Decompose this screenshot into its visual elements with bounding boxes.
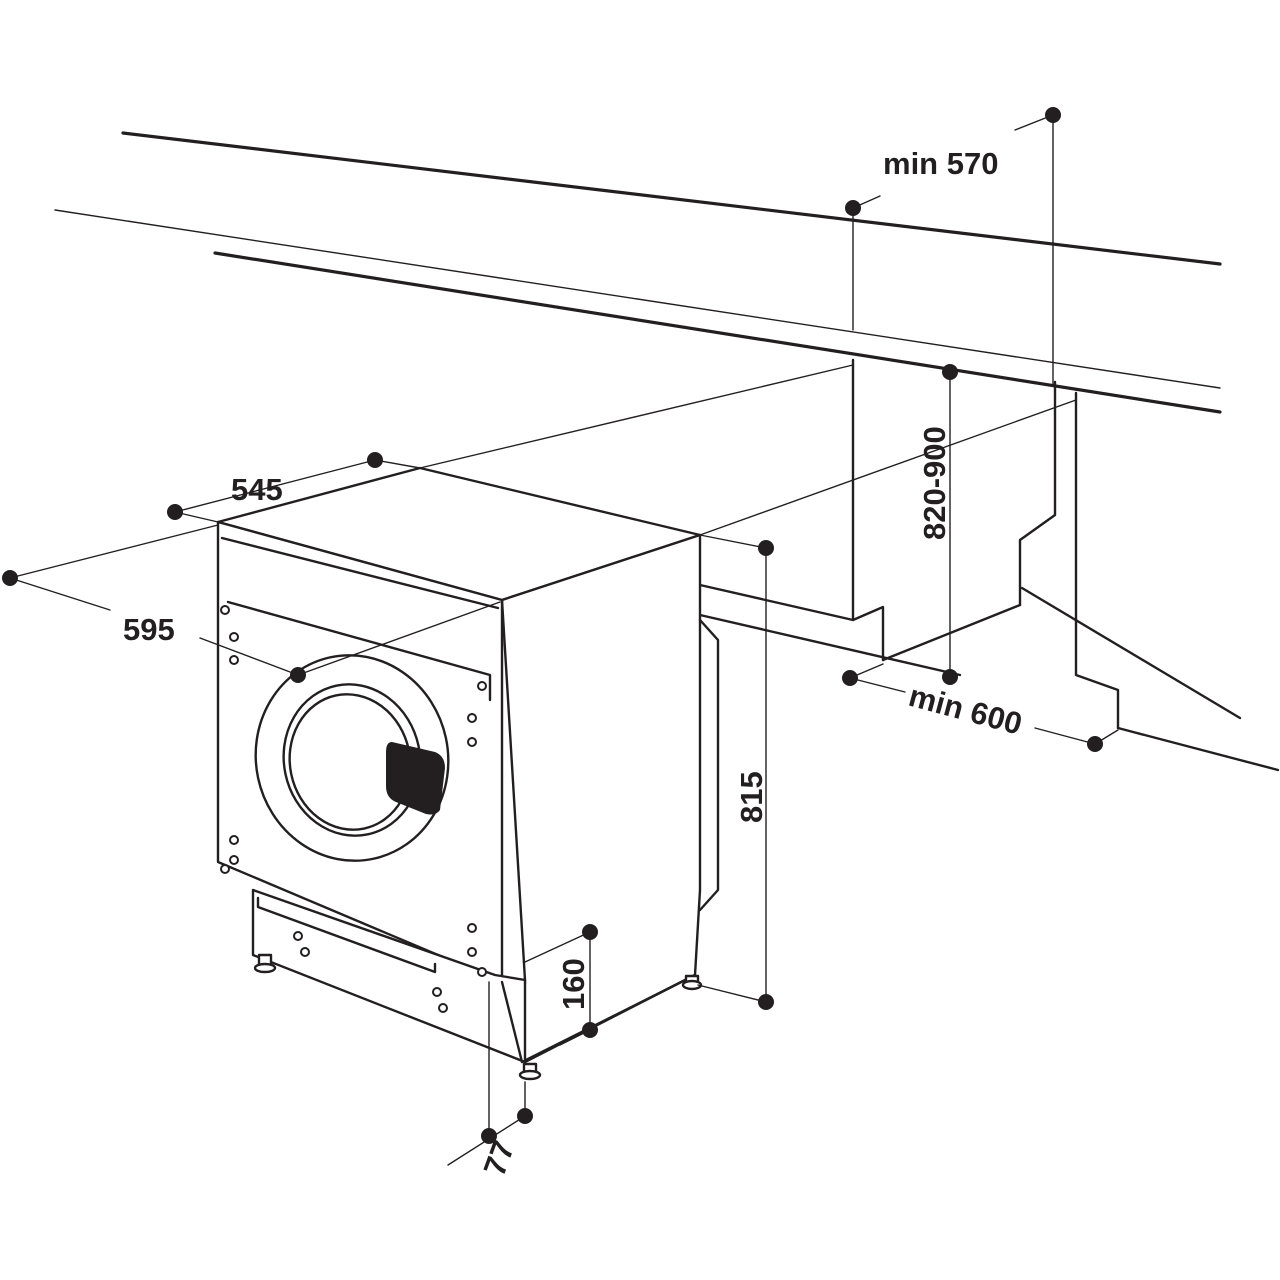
dim-820-900-top-dot <box>942 364 958 380</box>
niche-floor-side <box>1020 586 1242 720</box>
dim-min570-start-dot <box>845 200 861 216</box>
worktop-front-edge <box>213 251 1222 414</box>
label-160: 160 <box>556 958 591 1010</box>
label-820-900: 820-900 <box>917 426 952 540</box>
dim-160-ext-top <box>524 931 591 963</box>
screw-hole <box>467 737 477 747</box>
dim-min570-end-dot <box>1045 107 1061 123</box>
floor-edge-left <box>698 613 962 677</box>
label-min-570: min 570 <box>883 146 998 181</box>
dim-820-900-bottom-dot <box>942 669 958 685</box>
foot-front-right-pad <box>518 1069 542 1081</box>
niche-side-wall <box>1074 391 1120 730</box>
dim-min600-right-dot <box>1087 736 1103 752</box>
niche-right-panel <box>1018 380 1057 607</box>
niche-left-panel <box>851 358 885 662</box>
dim-595-leader-a <box>9 577 111 611</box>
dim-545-line <box>174 459 376 513</box>
worktop-back-edge <box>121 131 1222 266</box>
dim-160-bottom-dot <box>582 1022 598 1038</box>
dim-min600-leader-left <box>849 677 906 693</box>
dim-545-right-dot <box>367 452 383 468</box>
guide-top-back <box>419 364 854 469</box>
label-815: 815 <box>734 771 769 823</box>
label-545: 545 <box>231 472 283 507</box>
dim-min600-left-dot <box>842 670 858 686</box>
dim-545-left-dot <box>167 504 183 520</box>
washing-machine <box>216 466 720 1081</box>
plinth-slot <box>256 896 437 974</box>
screw-hole <box>438 1003 448 1013</box>
label-min-600: min 600 <box>905 678 1026 742</box>
screw-hole <box>229 655 239 665</box>
screw-hole <box>229 835 239 845</box>
control-panel-edge <box>226 600 492 702</box>
dim-77-left-dot <box>481 1128 497 1144</box>
plinth-corner <box>500 980 524 1064</box>
dim-595-ext-front <box>297 601 501 676</box>
guide-top-side <box>699 399 1077 536</box>
screw-hole <box>229 855 239 865</box>
screw-hole <box>432 987 442 997</box>
machine-side <box>500 533 702 1064</box>
plinth-bottom-side <box>523 973 697 1064</box>
screw-hole <box>467 923 477 933</box>
dim-815-bottom-dot <box>758 994 774 1010</box>
machine-plinth <box>251 888 527 1064</box>
dim-815-ext-top <box>699 534 767 549</box>
niche-floor-back <box>881 603 1022 662</box>
screw-hole <box>293 931 303 941</box>
screw-hole <box>229 632 239 642</box>
front-top-trim <box>220 536 500 610</box>
dim-595-leader-b <box>199 637 299 676</box>
dim-815-top-dot <box>758 540 774 556</box>
niche-floor-front <box>698 583 855 622</box>
screw-hole <box>467 947 477 957</box>
dim-min600-leader-right <box>1034 727 1096 745</box>
screw-hole <box>220 605 230 615</box>
door-glass-outer <box>282 683 422 837</box>
screw-hole <box>477 681 487 691</box>
screw-hole <box>477 967 487 977</box>
label-595: 595 <box>123 612 175 647</box>
floor-edge-right <box>1116 726 1280 772</box>
dim-595-ext-back <box>9 524 219 579</box>
dimension-lines <box>2 107 1119 1166</box>
dim-595-right-dot <box>290 667 306 683</box>
screw-holes <box>220 605 487 1013</box>
cabinet-niche <box>698 358 1280 772</box>
side-recess <box>698 618 720 912</box>
screw-hole <box>220 864 230 874</box>
dim-77-right-dot <box>517 1108 533 1124</box>
dim-815-ext-bottom <box>697 984 767 1003</box>
foot-back-right-pad <box>681 979 703 991</box>
screw-hole <box>300 947 310 957</box>
dim-160-top-dot <box>582 924 598 940</box>
foot-front-left-pad <box>253 962 277 974</box>
worktop-guide-line <box>54 209 1221 389</box>
dim-595-left-dot <box>2 570 18 586</box>
screw-hole <box>467 713 477 723</box>
door-handle <box>386 742 445 815</box>
worktop-lines <box>54 131 1222 414</box>
